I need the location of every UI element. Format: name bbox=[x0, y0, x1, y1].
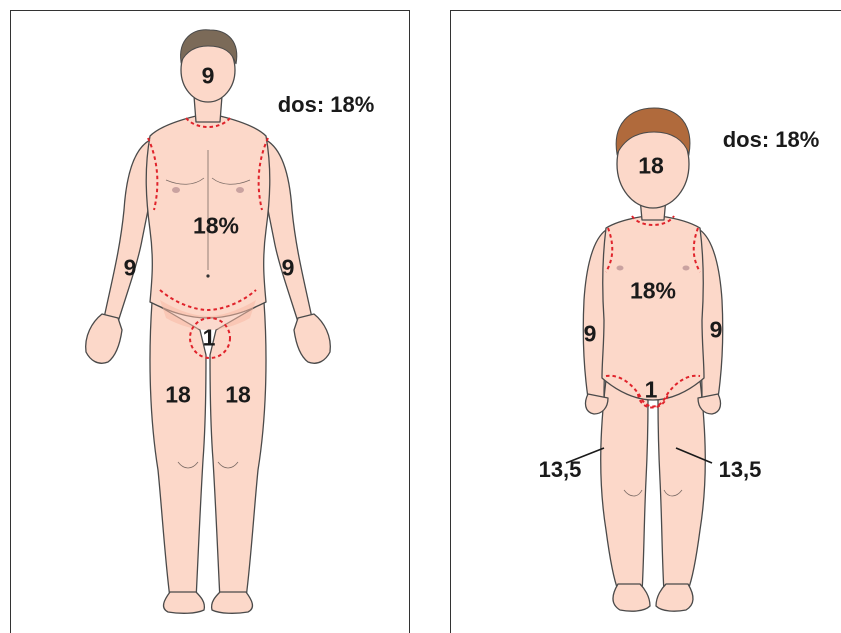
child-left-arm-percent: 9 bbox=[584, 323, 597, 346]
adult-left-leg-percent: 18 bbox=[165, 384, 191, 407]
adult-genital-percent: 1 bbox=[203, 327, 216, 350]
adult-right-leg bbox=[210, 302, 266, 600]
adult-right-arm-percent: 9 bbox=[282, 257, 295, 280]
adult-right-hand bbox=[294, 314, 330, 363]
child-trunk-percent: 18% bbox=[630, 280, 676, 303]
adult-left-arm bbox=[104, 140, 152, 322]
adult-head-percent: 9 bbox=[202, 65, 215, 88]
child-right-leg-percent: 13,5 bbox=[719, 459, 762, 481]
adult-left-hand bbox=[86, 314, 122, 363]
adult-trunk-percent: 18% bbox=[193, 215, 239, 238]
adult-left-arm-percent: 9 bbox=[124, 257, 137, 280]
child-right-arm-percent: 9 bbox=[710, 319, 723, 342]
child-panel bbox=[450, 10, 841, 633]
adult-right-arm bbox=[264, 140, 312, 322]
adult-left-foot bbox=[164, 592, 205, 613]
child-left-leg-percent: 13,5 bbox=[539, 459, 582, 481]
adult-right-foot bbox=[212, 592, 253, 613]
adult-right-leg-percent: 18 bbox=[225, 384, 251, 407]
adult-left-leg bbox=[150, 302, 206, 600]
adult-back-note: dos: 18% bbox=[278, 94, 375, 116]
child-back-note: dos: 18% bbox=[723, 129, 820, 151]
child-head-percent: 18 bbox=[638, 155, 664, 178]
child-genital-percent: 1 bbox=[645, 379, 658, 402]
